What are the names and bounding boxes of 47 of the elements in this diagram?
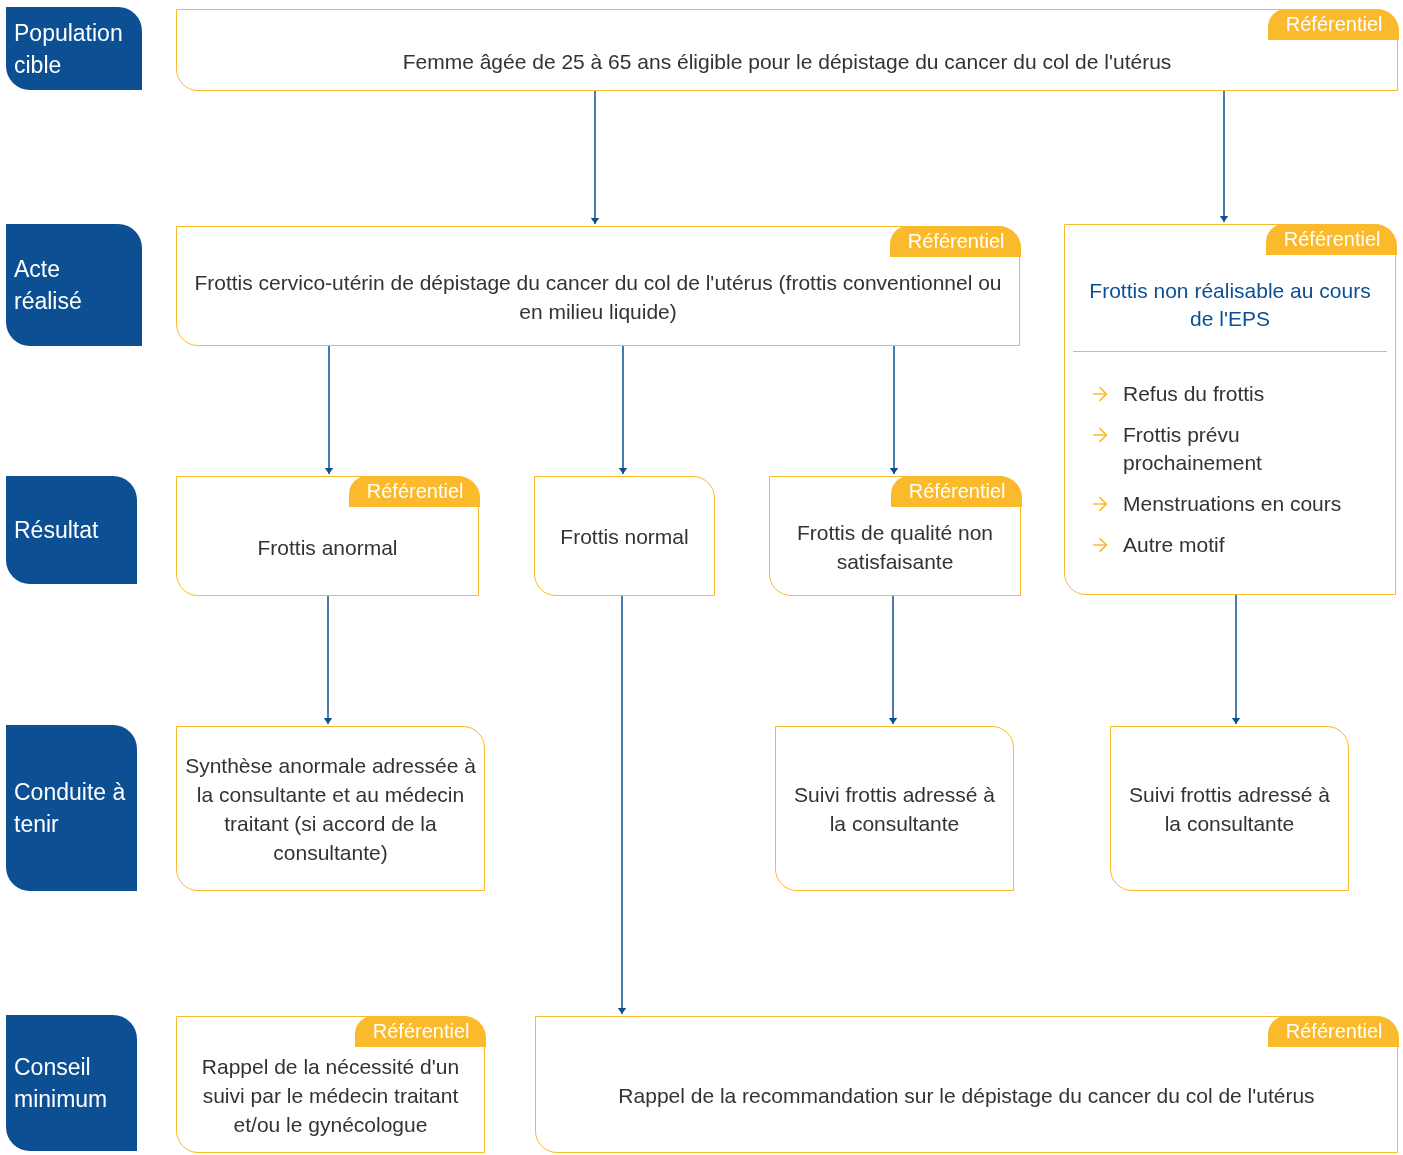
list-item: Menstruations en cours bbox=[1123, 491, 1342, 517]
box-text: Frottis cervico-utérin de dépistage du cancer du col de l'utérus (frottis conventionnel ou en milieu liquide) bbox=[193, 270, 1003, 325]
process-box bbox=[176, 476, 479, 596]
process-box bbox=[1110, 726, 1349, 891]
row-label: Conseil minimum bbox=[6, 1015, 137, 1151]
arrow bbox=[888, 595, 898, 725]
box-text: Femme âgée de 25 à 65 ans éligible pour le dépistage du cancer du col de l'utérus bbox=[402, 48, 1172, 75]
arrow bbox=[1231, 594, 1241, 725]
row-label: Résultat bbox=[6, 476, 137, 584]
referentiel-tab: Référentiel bbox=[1267, 8, 1399, 40]
arrow bbox=[323, 595, 333, 725]
process-box bbox=[176, 726, 485, 891]
box-heading: Frottis non réalisable au cours de l'EPS bbox=[1089, 279, 1371, 330]
row-label: Conduite à tenir bbox=[6, 725, 137, 891]
arrow bbox=[1219, 90, 1229, 223]
process-box bbox=[534, 476, 715, 596]
process-box bbox=[176, 9, 1398, 91]
box-text: Synthèse anormale adressée à la consultante et au médecin traitant (si accord de la consultante) bbox=[185, 752, 476, 866]
arrow bbox=[590, 90, 600, 225]
box-text: Frottis anormal bbox=[257, 534, 398, 561]
process-box bbox=[176, 1016, 485, 1153]
arrow bbox=[618, 345, 628, 475]
arrow bbox=[324, 345, 334, 475]
arrow bbox=[617, 595, 627, 1015]
referentiel-tab: Référentiel bbox=[890, 475, 1022, 507]
list-item: Autre motif bbox=[1123, 532, 1225, 558]
process-box bbox=[775, 726, 1014, 891]
referentiel-tab: Référentiel bbox=[1267, 1015, 1399, 1047]
box-text: Rappel de la recommandation sur le dépistage du cancer du col de l'utérus bbox=[618, 1083, 1315, 1109]
row-label: Population cible bbox=[6, 7, 142, 90]
process-box bbox=[1064, 224, 1396, 595]
arrow bbox=[889, 345, 899, 475]
box-text: Rappel de la nécessité d'un suivi par le médecin traitant et/ou le gynécologue bbox=[200, 1054, 461, 1138]
process-box bbox=[535, 1016, 1398, 1153]
referentiel-tab: Référentiel bbox=[354, 1015, 486, 1047]
referentiel-tab: Référentiel bbox=[1265, 223, 1397, 255]
process-box bbox=[176, 226, 1020, 346]
referentiel-tab: Référentiel bbox=[889, 225, 1021, 257]
list-item: Frottis prévu prochainement bbox=[1123, 422, 1263, 476]
row-label: Acte réalisé bbox=[6, 224, 142, 346]
referentiel-tab: Référentiel bbox=[348, 475, 480, 507]
box-text: Suivi frottis adressé à la consultante bbox=[1128, 781, 1331, 837]
list-item: Refus du frottis bbox=[1123, 381, 1265, 407]
box-text: Suivi frottis adressé à la consultante bbox=[793, 781, 996, 837]
box-text: Frottis normal bbox=[560, 523, 689, 550]
box-text: Frottis de qualité non satisfaisante bbox=[795, 520, 995, 575]
process-box bbox=[769, 476, 1021, 596]
